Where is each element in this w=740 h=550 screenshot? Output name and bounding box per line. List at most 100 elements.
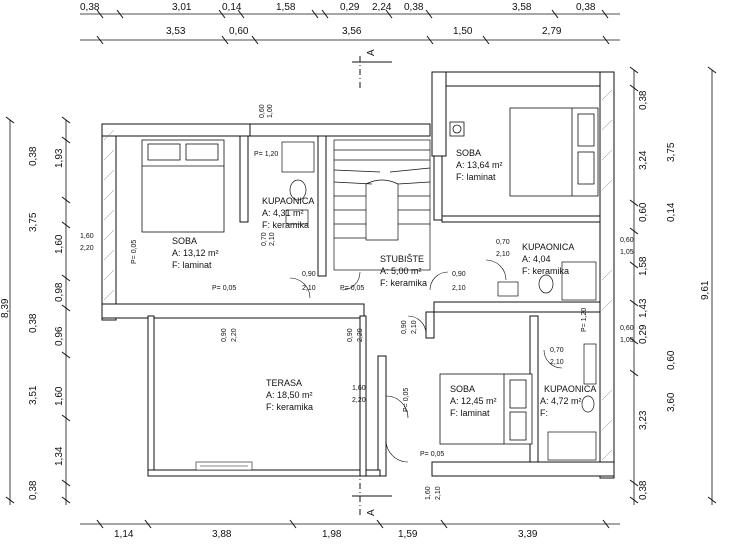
- left-dimension-outer: 8,39: [0, 298, 11, 318]
- dim-label: 0,14: [222, 2, 242, 13]
- dim-label: 0,14: [666, 202, 677, 222]
- door-dim: 1,60: [425, 486, 432, 500]
- dim-label: 3,39: [518, 529, 538, 540]
- room-area: A: 18,50 m²: [266, 390, 313, 400]
- dim-label: 0,96: [54, 326, 65, 346]
- dim-label: 1,34: [54, 446, 65, 466]
- dim-label: 0,29: [340, 2, 360, 13]
- dim-label: 1,60: [54, 386, 65, 406]
- dim-label: 0,38: [638, 90, 649, 110]
- dim-label: 0,38: [638, 480, 649, 500]
- room-area: A: 5,00 m²: [380, 266, 422, 276]
- dim-label: 3,75: [28, 212, 39, 232]
- sill-height: P= 1,20: [254, 151, 278, 158]
- dim-label: 3,53: [166, 26, 186, 37]
- dim-label: 3,60: [666, 392, 677, 412]
- dim-label: 1,14: [114, 529, 134, 540]
- dim-label: 0,29: [638, 324, 649, 344]
- dim-label: 1,59: [398, 529, 418, 540]
- door-dim: 2,10: [411, 320, 418, 334]
- room-kupaonica-middle-right: KUPAONICA A: 4,04 F: keramika: [522, 242, 574, 276]
- room-soba-left: SOBA A: 13,12 m² F: laminat: [172, 236, 219, 270]
- room-floor: F: keramika: [262, 220, 309, 230]
- dim-label: 1,98: [322, 529, 342, 540]
- door-dim: 0,90: [221, 328, 228, 342]
- dimension-lines: [5, 9, 717, 529]
- room-name: STUBIŠTE: [380, 254, 424, 264]
- room-name: SOBA: [450, 384, 475, 394]
- door-dim: 0,70: [496, 239, 510, 246]
- room-area: A: 13,64 m²: [456, 160, 503, 170]
- top-dimension-row-2: 3,53 0,60 3,56 1,50 2,79: [166, 26, 562, 37]
- bathroom-fixtures: [281, 141, 597, 461]
- door-dim: 0,70: [261, 232, 268, 246]
- dim-label: 0,60: [666, 350, 677, 370]
- dim-label: 0,60: [229, 26, 249, 37]
- door-dim: 0,90: [302, 271, 316, 278]
- dim-label: 3,01: [172, 2, 192, 13]
- section-line-a: [352, 56, 392, 516]
- dim-label: 1,58: [276, 2, 296, 13]
- bed-top-right: [509, 107, 599, 197]
- dim-label: 0,38: [80, 2, 100, 13]
- dim-label: 0,38: [28, 146, 39, 166]
- room-area: A: 13,12 m²: [172, 248, 219, 258]
- window-dim: 0,60: [620, 237, 634, 244]
- door-dim: 2,20: [357, 328, 364, 342]
- dim-label: 8,39: [0, 298, 11, 318]
- dim-label: 3,23: [638, 410, 649, 430]
- room-soba-bottom-right: SOBA A: 12,45 m² F: laminat: [450, 384, 497, 418]
- dim-label: 3,58: [512, 2, 532, 13]
- door-dim: 2,10: [269, 232, 276, 246]
- sill-height: P= 0,05: [340, 285, 364, 292]
- room-area: A: 4,04: [522, 254, 551, 264]
- door-dim: 0,90: [452, 271, 466, 278]
- dim-label: 9,61: [700, 280, 711, 300]
- room-name: KUPAONICA: [544, 384, 596, 394]
- door-dim: 1,60: [352, 385, 366, 392]
- section-marker-top: A: [366, 49, 377, 56]
- dim-label: 1,93: [54, 148, 65, 168]
- room-floor: F:: [540, 408, 548, 418]
- sill-height: P= 0,05: [420, 451, 444, 458]
- room-name: KUPAONICA: [522, 242, 574, 252]
- dim-label: 1,60: [54, 234, 65, 254]
- dim-label: 0,98: [54, 282, 65, 302]
- door-dim: 2,10: [550, 359, 564, 366]
- room-floor: F: laminat: [172, 260, 212, 270]
- room-floor: F: keramika: [380, 278, 427, 288]
- room-area: A: 4,72 m²: [540, 396, 582, 406]
- right-dimension-inner: 0,38 3,75 3,24 0,14 0,60 1,58 1,43 0,29 …: [638, 90, 677, 500]
- window-dim: 1,00: [267, 104, 274, 118]
- door-dim: 2,10: [302, 285, 316, 292]
- terrace-window: [195, 461, 253, 471]
- sill-height: P= 0,05: [403, 388, 410, 412]
- door-dim: 2,20: [231, 328, 238, 342]
- bed-left: [141, 139, 225, 233]
- room-name: SOBA: [172, 236, 197, 246]
- room-floor: F: keramika: [266, 402, 313, 412]
- dim-label: 1,43: [638, 298, 649, 318]
- dim-label: 0,38: [28, 480, 39, 500]
- door-swings: [289, 259, 563, 463]
- room-stubiste: STUBIŠTE A: 5,00 m² F: keramika: [380, 254, 427, 288]
- bottom-dimension-row: 1,14 3,88 1,98 1,59 3,39: [114, 529, 538, 540]
- dim-label: 3,56: [342, 26, 362, 37]
- window-dim: 2,20: [80, 245, 94, 252]
- dim-label: 3,88: [212, 529, 232, 540]
- window-dim: 0,60: [259, 104, 266, 118]
- bed-bottom-right: [439, 373, 533, 445]
- dim-label: 0,60: [638, 202, 649, 222]
- room-terasa: TERASA A: 18,50 m² F: keramika: [266, 378, 313, 412]
- room-area: A: 12,45 m²: [450, 396, 497, 406]
- door-dim: 2,10: [496, 251, 510, 258]
- dim-label: 1,50: [453, 26, 473, 37]
- opening-annotations: P= 0,05 P= 0,05 P= 0,05 P= 0,05 P= 0,05 …: [80, 104, 634, 500]
- room-name: SOBA: [456, 148, 481, 158]
- staircase: [333, 139, 431, 271]
- dim-label: 1,58: [638, 256, 649, 276]
- room-floor: F: laminat: [450, 408, 490, 418]
- left-dimension-inner: 0,38 1,93 3,75 1,60 0,98 0,38 0,96 3,51 …: [28, 146, 65, 500]
- dim-label: 2,24: [372, 2, 392, 13]
- room-soba-top-right: SOBA A: 13,64 m² F: laminat: [456, 148, 503, 182]
